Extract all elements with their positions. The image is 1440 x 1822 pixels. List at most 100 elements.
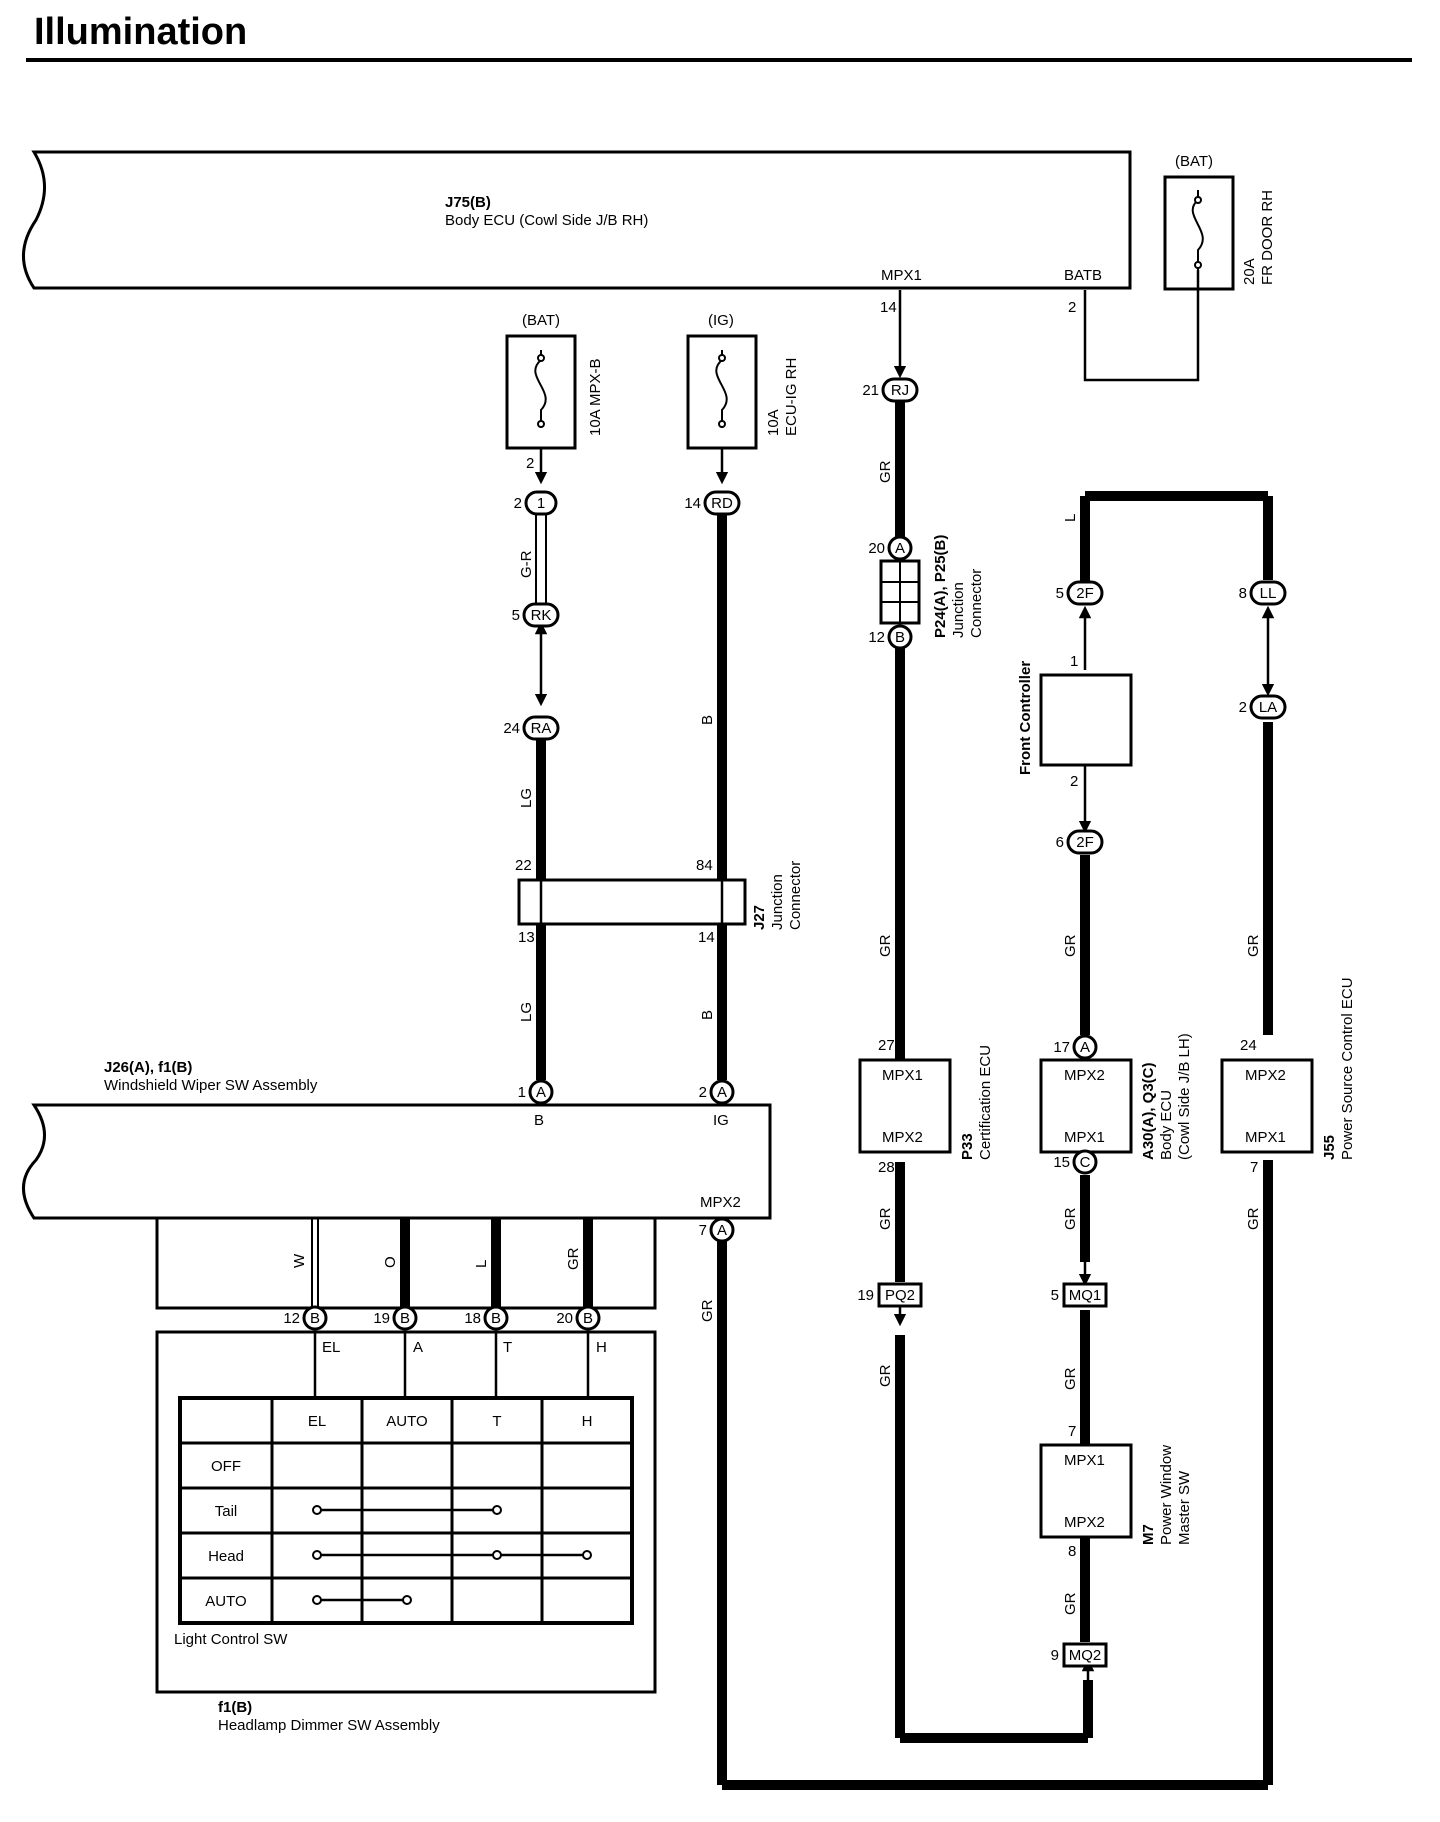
- connector-p24a-pin: 20: [868, 540, 885, 557]
- connector-p24a: A 20: [868, 535, 913, 561]
- connector-pq2-label: PQ2: [885, 1287, 915, 1304]
- wire-color-gr-g: GR: [1062, 1207, 1079, 1230]
- connector-hd_b12: B12: [283, 1305, 328, 1331]
- pw-master-id: M7: [1140, 1524, 1157, 1545]
- fuse-mpxb-supply: (BAT): [522, 312, 560, 329]
- body-ecu-lh-name2: (Cowl Side J/B LH): [1176, 1033, 1193, 1160]
- wire-color-gr-l: GR: [565, 1247, 582, 1270]
- switch-contact-dot: [312, 1595, 322, 1605]
- headlamp-sw-name: Light Control SW: [174, 1631, 288, 1648]
- wiper-sw-pin-mpx2: MPX2: [700, 1194, 741, 1211]
- pw-master-bottom: MPX2: [1064, 1514, 1105, 1531]
- connector-ecu_a17-pin: 17: [1053, 1039, 1070, 1056]
- connector-ecu_c15-label: C: [1080, 1154, 1091, 1171]
- table-row-header: OFF: [211, 1458, 241, 1475]
- wire-color-lg-2: LG: [518, 1002, 535, 1022]
- table-col-header: H: [582, 1413, 593, 1430]
- p24-id: P24(A), P25(B): [932, 535, 949, 638]
- connector-rk-label: RK: [531, 607, 552, 624]
- connector-p25b: B12: [868, 624, 913, 650]
- wire-color-gr-j: GR: [1245, 1207, 1262, 1230]
- connector-p25b-pin: 12: [868, 629, 885, 646]
- p24-name: Junction: [950, 582, 967, 638]
- page-title: Illumination: [34, 11, 247, 53]
- connector-hd_b20: B20: [556, 1305, 601, 1331]
- connector-f2f_bot-pin: 6: [1056, 834, 1064, 851]
- connector-hd_b12-label: B: [310, 1310, 320, 1327]
- connector-c1-pin: 2: [514, 495, 522, 512]
- pw-master-pin-top: 7: [1068, 1423, 1076, 1440]
- body-ecu-lh-name: Body ECU: [1158, 1090, 1175, 1160]
- connector-ecu_a17: A17: [1053, 1034, 1098, 1060]
- cert-ecu-pin-bottom: 28: [878, 1159, 895, 1176]
- connector-ecu_c15: C15: [1053, 1149, 1098, 1175]
- wire-color-gr-f: GR: [1245, 934, 1262, 957]
- connector-hd_b19-label: B: [400, 1310, 410, 1327]
- j27-name: Junction: [769, 874, 786, 930]
- body-ecu-rh-batb-num: 2: [1068, 299, 1076, 316]
- table-row-header: Head: [208, 1548, 244, 1565]
- table-col-header: EL: [308, 1413, 326, 1430]
- body-ecu-rh-id: J75(B): [445, 194, 491, 211]
- cert-ecu-name: Certification ECU: [977, 1045, 994, 1160]
- switch-contact-dot: [312, 1550, 322, 1560]
- body-ecu-rh-mpx1-num: 14: [880, 299, 897, 316]
- power-source-ecu: MPX2 MPX1 24 7 J55 Power Source Control …: [1220, 977, 1356, 1176]
- connector-ra-pin: 24: [503, 720, 520, 737]
- connector-f2f_top: 2F5: [1056, 580, 1104, 606]
- connector-la-label: LA: [1259, 699, 1277, 716]
- power-source-ecu-id: J55: [1321, 1135, 1338, 1160]
- connector-ww_a2: A2: [699, 1079, 735, 1105]
- connector-ww_a7: A7: [699, 1217, 735, 1243]
- fuse-ecuig: (IG) 10A ECU-IG RH: [686, 312, 800, 485]
- j27-pin-22: 22: [515, 857, 532, 874]
- wire-ecuig-branch: B B: [699, 515, 727, 1080]
- junction-p24: P24(A), P25(B) Junction Connector: [879, 535, 985, 638]
- connector-la: LA 2: [1239, 694, 1287, 720]
- wire-color-gr-i: GR: [1062, 1592, 1079, 1615]
- cert-ecu-bottom: MPX2: [882, 1129, 923, 1146]
- wire-color-b-2: B: [699, 1010, 716, 1020]
- connector-rj-pin: 21: [862, 382, 879, 399]
- power-source-ecu-pin-top: 24: [1240, 1037, 1257, 1054]
- connector-p24a-label: A: [895, 540, 905, 557]
- connector-rk-pin: 5: [512, 607, 520, 624]
- power-source-ecu-top: MPX2: [1245, 1067, 1286, 1084]
- connector-hd_b18-label: B: [491, 1310, 501, 1327]
- pw-master-pin-bottom: 8: [1068, 1543, 1076, 1560]
- connector-mq1-pin: 5: [1051, 1287, 1059, 1304]
- connector-ww_a2-pin: 2: [699, 1084, 707, 1101]
- wire-color-o: O: [382, 1256, 399, 1268]
- front-controller-pin2: 2: [1070, 773, 1078, 790]
- wire-power-source-down: GR GR: [699, 1160, 1273, 1790]
- table-col-header: T: [492, 1413, 501, 1430]
- wire-color-gr-d: GR: [877, 1364, 894, 1387]
- connector-ww_a1: A1: [518, 1079, 554, 1105]
- front-controller-name: Front Controller: [1017, 661, 1034, 775]
- wire-color-l: L: [1062, 514, 1079, 522]
- connector-la-pin: 2: [1239, 699, 1247, 716]
- wiper-sw: J26(A), f1(B) Windshield Wiper SW Assemb…: [22, 1059, 772, 1310]
- wiper-sw-name: Windshield Wiper SW Assembly: [104, 1077, 318, 1094]
- body-ecu-lh-id: A30(A), Q3(C): [1140, 1062, 1157, 1160]
- wire-color-b-1: B: [699, 715, 716, 725]
- connector-hd_b18-pin: 18: [464, 1310, 481, 1327]
- j27-pin-84: 84: [696, 857, 713, 874]
- headlamp-term-a: A: [413, 1339, 423, 1356]
- connector-ww_a1-label: A: [536, 1084, 546, 1101]
- j27-name2: Connector: [787, 861, 804, 930]
- junction-j27: 22 84 13 14 J27 Junction Connector: [515, 857, 804, 946]
- connector-mq2-label: MQ2: [1069, 1647, 1102, 1664]
- fuse-ecuig-rating: 10A: [765, 409, 782, 436]
- headlamp-sw: EL A T H Light Control SW f1(B) Headlamp…: [155, 1330, 657, 1734]
- fuse-mpxb-pin: 2: [526, 455, 534, 472]
- switch-contact-dot: [582, 1550, 592, 1560]
- connector-c1-label: 1: [537, 495, 545, 512]
- wiper-sw-pin-b: B: [534, 1112, 544, 1129]
- fuse-fr-door-supply: (BAT): [1175, 153, 1213, 170]
- body-ecu-lh-top: MPX2: [1064, 1067, 1105, 1084]
- connector-ww_a7-pin: 7: [699, 1222, 707, 1239]
- fuse-fr-door: (BAT) 20A FR DOOR RH: [1083, 153, 1276, 382]
